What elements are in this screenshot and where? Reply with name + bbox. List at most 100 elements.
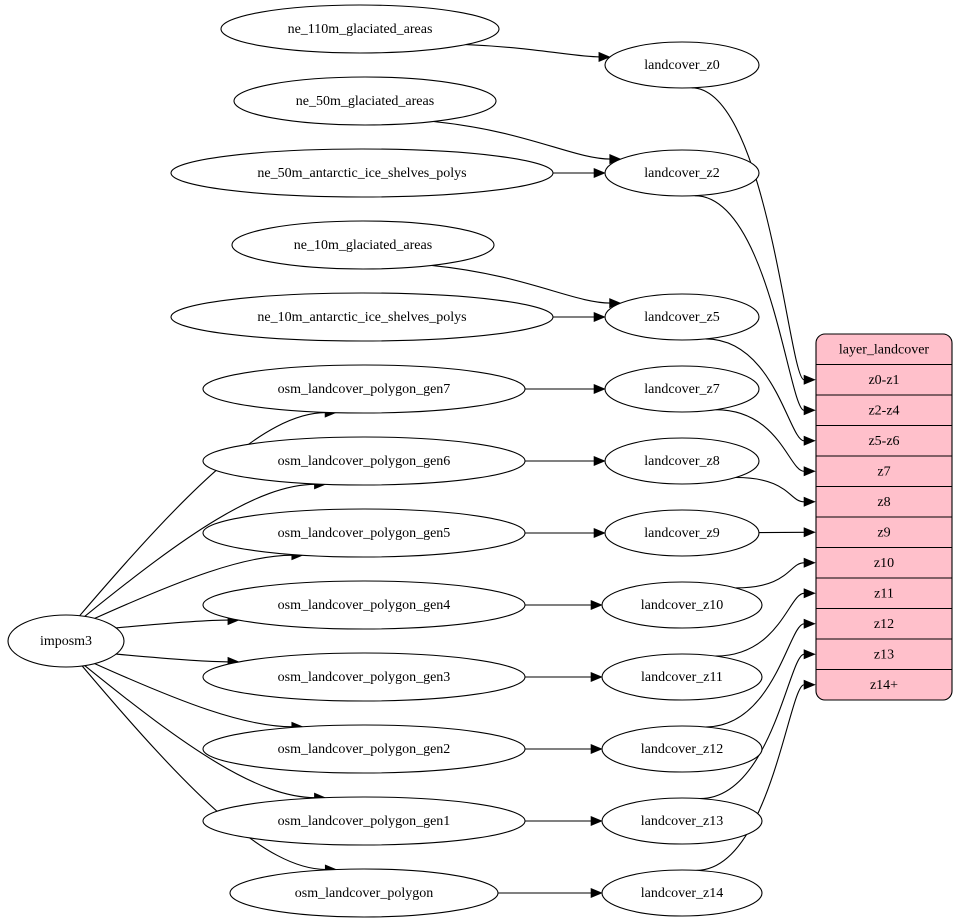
record-row-z14-[interactable]: z14+ xyxy=(870,678,898,693)
edge-arrowhead xyxy=(593,311,606,323)
node-osm_landcover_polygon_gen2[interactable]: osm_landcover_polygon_gen2 xyxy=(202,724,526,774)
node-label-osm_landcover_polygon_gen4: osm_landcover_polygon_gen4 xyxy=(278,598,451,613)
edge-imposm3-to-osm-landcover-polygon-gen6 xyxy=(84,483,316,617)
edge-arrowhead xyxy=(590,599,603,611)
edge-arrowhead xyxy=(593,455,606,467)
record-node-layer: layer_landcover z0-z1 z2-z4 z5-z6 z7 z8 z9 z10 z… xyxy=(815,333,953,701)
node-landcover_z2[interactable]: landcover_z2 xyxy=(604,149,760,197)
edge-ne_10m_glaciated_areas-to-landcover-z5 xyxy=(431,264,611,304)
edge-arrowhead xyxy=(598,51,611,62)
node-landcover_z8[interactable]: landcover_z8 xyxy=(604,437,760,485)
edge-arrowhead xyxy=(803,405,816,416)
node-landcover_z10[interactable]: landcover_z10 xyxy=(601,581,763,629)
node-label-ne_10m_antarctic_ice_shelves_polys: ne_10m_antarctic_ice_shelves_polys xyxy=(257,310,466,325)
node-label-landcover_z5: landcover_z5 xyxy=(644,310,719,325)
node-landcover_z12[interactable]: landcover_z12 xyxy=(601,725,763,773)
node-landcover_z13[interactable]: landcover_z13 xyxy=(601,797,763,845)
node-landcover_z7[interactable]: landcover_z7 xyxy=(604,365,760,413)
node-osm_landcover_polygon_gen7[interactable]: osm_landcover_polygon_gen7 xyxy=(202,364,526,414)
edge-landcover_z2-to-layer-landcover-z2-z4 xyxy=(694,195,805,411)
edge-arrowhead xyxy=(803,588,816,599)
edge-arrowhead xyxy=(590,887,603,899)
node-landcover_z0[interactable]: landcover_z0 xyxy=(604,41,760,89)
node-label-landcover_z2: landcover_z2 xyxy=(644,166,719,181)
edge-arrowhead xyxy=(593,383,606,395)
node-ne_110m_glaciated_areas[interactable]: ne_110m_glaciated_areas xyxy=(220,4,500,54)
node-label-ne_50m_glaciated_areas: ne_50m_glaciated_areas xyxy=(296,94,434,109)
node-landcover_z14[interactable]: landcover_z14 xyxy=(601,869,763,917)
node-landcover_z11[interactable]: landcover_z11 xyxy=(601,653,763,701)
node-landcover_z5[interactable]: landcover_z5 xyxy=(604,293,760,341)
edge-arrowhead xyxy=(590,743,603,755)
record-row-z10[interactable]: z10 xyxy=(874,556,894,571)
record-row-z8[interactable]: z8 xyxy=(877,495,890,510)
node-osm_landcover_polygon_gen1[interactable]: osm_landcover_polygon_gen1 xyxy=(202,796,526,846)
edge-imposm3-to-osm-landcover-polygon-gen5 xyxy=(94,554,293,619)
edge-arrowhead xyxy=(803,618,816,629)
edge-arrowhead xyxy=(803,435,816,446)
record-row-z13[interactable]: z13 xyxy=(874,647,894,662)
record-row-z0-z1[interactable]: z0-z1 xyxy=(868,373,899,388)
edge-landcover_z10-to-layer-landcover-z10 xyxy=(735,562,805,589)
node-label-landcover_z0: landcover_z0 xyxy=(644,58,719,73)
node-landcover_z9[interactable]: landcover_z9 xyxy=(604,509,760,557)
node-label-osm_landcover_polygon_gen5: osm_landcover_polygon_gen5 xyxy=(278,526,451,541)
edge-arrowhead xyxy=(803,374,816,385)
node-ne_50m_glaciated_areas[interactable]: ne_50m_glaciated_areas xyxy=(233,76,497,126)
record-row-z5-z6[interactable]: z5-z6 xyxy=(868,434,899,449)
edge-arrowhead xyxy=(803,679,816,690)
node-ne_50m_antarctic_ice_shelves_polys[interactable]: ne_50m_antarctic_ice_shelves_polys xyxy=(170,148,554,198)
node-label-ne_50m_antarctic_ice_shelves_polys: ne_50m_antarctic_ice_shelves_polys xyxy=(257,166,466,181)
node-label-osm_landcover_polygon_gen2: osm_landcover_polygon_gen2 xyxy=(278,742,451,757)
node-ne_10m_glaciated_areas[interactable]: ne_10m_glaciated_areas xyxy=(231,220,495,270)
edge-landcover_z5-to-layer-landcover-z5-z6 xyxy=(705,338,805,442)
record-row-z9[interactable]: z9 xyxy=(877,525,890,540)
node-label-landcover_z10: landcover_z10 xyxy=(641,598,723,613)
edge-imposm3-to-osm-landcover-polygon-gen2 xyxy=(94,663,293,728)
edge-imposm3-to-osm-landcover-polygon-gen3 xyxy=(115,653,229,663)
node-label-osm_landcover_polygon_gen7: osm_landcover_polygon_gen7 xyxy=(278,382,451,397)
node-label-landcover_z14: landcover_z14 xyxy=(641,886,723,901)
record-node-layer-landcover[interactable]: layer_landcover z0-z1 z2-z4 z5-z6 z7 z8 z9 z10 z… xyxy=(815,333,953,701)
node-osm_landcover_polygon[interactable]: osm_landcover_polygon xyxy=(229,868,499,918)
node-label-landcover_z12: landcover_z12 xyxy=(641,742,723,757)
edge-arrowhead xyxy=(593,167,606,179)
node-imposm3[interactable]: imposm3 xyxy=(7,614,125,668)
record-header-label: layer_landcover xyxy=(839,342,930,357)
edge-landcover_z0-to-layer-landcover-z0-z1 xyxy=(691,87,805,381)
node-osm_landcover_polygon_gen4[interactable]: osm_landcover_polygon_gen4 xyxy=(202,580,526,630)
node-label-ne_10m_glaciated_areas: ne_10m_glaciated_areas xyxy=(294,238,432,253)
edge-imposm3-to-osm-landcover-polygon-gen4 xyxy=(115,619,229,629)
edge-landcover_z13-to-layer-landcover-z13 xyxy=(699,653,805,800)
node-label-osm_landcover_polygon_gen1: osm_landcover_polygon_gen1 xyxy=(278,814,451,829)
edge-landcover_z14-to-layer-landcover-z14- xyxy=(696,684,805,871)
edge-landcover_z7-to-layer-landcover-z7 xyxy=(715,409,805,472)
record-row-z2-z4[interactable]: z2-z4 xyxy=(868,403,899,418)
node-label-osm_landcover_polygon: osm_landcover_polygon xyxy=(295,886,433,901)
edge-arrowhead xyxy=(803,496,816,507)
node-label-osm_landcover_polygon_gen3: osm_landcover_polygon_gen3 xyxy=(278,670,451,685)
record-row-z12[interactable]: z12 xyxy=(874,617,894,632)
record-row-z11[interactable]: z11 xyxy=(874,586,894,601)
edge-arrowhead xyxy=(593,527,606,539)
edge-arrowhead xyxy=(803,527,816,538)
record-row-z7[interactable]: z7 xyxy=(877,464,890,479)
node-label-imposm3: imposm3 xyxy=(40,634,92,649)
node-label-ne_110m_glaciated_areas: ne_110m_glaciated_areas xyxy=(288,22,433,37)
node-osm_landcover_polygon_gen5[interactable]: osm_landcover_polygon_gen5 xyxy=(202,508,526,558)
nodes-layer: imposm3 ne_110m_glaciated_areas ne_50m_gla… xyxy=(7,4,763,918)
edge-landcover_z12-to-layer-landcover-z12 xyxy=(705,623,805,728)
node-label-landcover_z13: landcover_z13 xyxy=(641,814,723,829)
edge-arrowhead xyxy=(803,649,816,660)
edge-arrowhead xyxy=(803,466,816,477)
edge-ne_50m_glaciated_areas-to-landcover-z2 xyxy=(433,120,611,160)
node-osm_landcover_polygon_gen3[interactable]: osm_landcover_polygon_gen3 xyxy=(202,652,526,702)
edge-arrowhead xyxy=(590,671,603,683)
edge-arrowhead xyxy=(590,815,603,827)
node-label-landcover_z11: landcover_z11 xyxy=(641,670,723,685)
node-label-osm_landcover_polygon_gen6: osm_landcover_polygon_gen6 xyxy=(278,454,451,469)
node-osm_landcover_polygon_gen6[interactable]: osm_landcover_polygon_gen6 xyxy=(202,436,526,486)
node-ne_10m_antarctic_ice_shelves_polys[interactable]: ne_10m_antarctic_ice_shelves_polys xyxy=(170,292,554,342)
edge-landcover_z8-to-layer-landcover-z8 xyxy=(735,476,805,503)
